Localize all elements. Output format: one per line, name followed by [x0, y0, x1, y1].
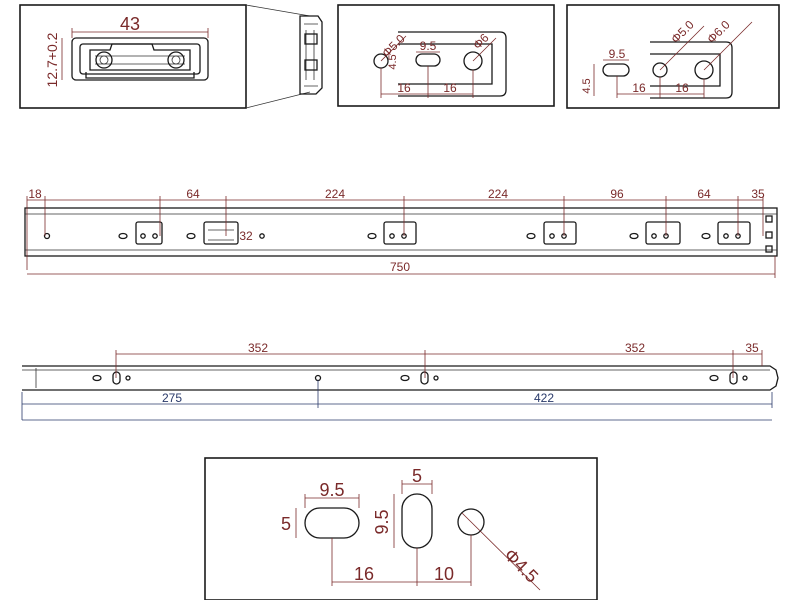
rail-bottom — [22, 365, 779, 391]
detail-b-part — [602, 41, 733, 99]
profile-section — [71, 37, 209, 81]
rail-top-hole-group — [629, 221, 681, 245]
rail-top — [24, 207, 778, 257]
detail-b-pitch-right: 16 — [675, 81, 689, 95]
detail-a-slot-len: 9.5 — [420, 39, 437, 53]
rail-top-dims: 18 64 224 224 96 64 35 32 750 — [26, 187, 776, 278]
offset-label: 10 — [434, 564, 454, 584]
slot-h-width-label: 5 — [281, 514, 291, 534]
rail-bottom-dim: 35 — [745, 341, 759, 355]
rail-top-hole-group — [186, 221, 265, 245]
profile-width-dim: 43 — [71, 14, 209, 38]
detail-a-pitch-left: 16 — [397, 81, 411, 95]
slot-v-width-label: 5 — [412, 466, 422, 486]
rail-top-dim: 96 — [610, 187, 624, 201]
pitch-label: 16 — [354, 564, 374, 584]
detail-a-part — [373, 31, 507, 97]
hole-detail-dims: 9.5 5 5 9.5 16 10 Φ4.5 — [281, 466, 542, 591]
detail-b-frame — [566, 4, 780, 109]
detail-a-frame — [337, 4, 555, 107]
rail-top-hole-group — [701, 221, 751, 245]
rail-top-dim: 18 — [28, 187, 42, 201]
detail-b-slot-len: 9.5 — [609, 47, 626, 61]
profile-height-label: 12.7+0.2 — [44, 32, 60, 87]
detail-a-side: 4.5 — [387, 54, 399, 69]
rail-top-dim: 64 — [186, 187, 200, 201]
detail-b-pitch-left: 16 — [632, 81, 646, 95]
rail-bottom-dims: 352 352 35 275 422 — [21, 341, 773, 421]
detail-a-pitch-right: 16 — [443, 81, 457, 95]
detail-b-side: 4.5 — [581, 78, 593, 93]
rail-top-hole-group — [367, 221, 417, 245]
rail-bottom-dim: 352 — [625, 341, 645, 355]
rail-top-dim: 224 — [325, 187, 345, 201]
rail-top-total: 750 — [390, 260, 410, 274]
rail-bottom-left: 275 — [162, 391, 182, 405]
profile-width-label: 43 — [120, 14, 140, 34]
side-view — [299, 15, 323, 95]
hole-detail-frame — [204, 457, 598, 600]
slot-v-len-label: 9.5 — [372, 509, 392, 534]
slot-horizontal — [304, 507, 360, 539]
hole-dia-label: Φ4.5 — [500, 545, 542, 587]
rail-top-dim: 224 — [488, 187, 508, 201]
detail-a-dia-large: Φ6 — [470, 31, 492, 53]
slot-vertical — [401, 493, 433, 549]
rail-top-dim: 35 — [751, 187, 765, 201]
detail-a-slot — [415, 53, 441, 67]
rail-top-inner-dim: 32 — [239, 229, 253, 243]
rail-bottom-right: 422 — [534, 391, 554, 405]
detail-b-slot — [602, 63, 630, 77]
slot-h-len-label: 9.5 — [319, 480, 344, 500]
rail-top-dim: 64 — [697, 187, 711, 201]
profile-frame — [19, 4, 247, 109]
rail-bottom-dim: 352 — [248, 341, 268, 355]
perspective-lines — [245, 4, 311, 109]
rail-top-hole-group — [526, 221, 577, 245]
profile-height-dim: 12.7+0.2 — [44, 32, 63, 87]
rail-top-hole-group — [118, 221, 163, 245]
